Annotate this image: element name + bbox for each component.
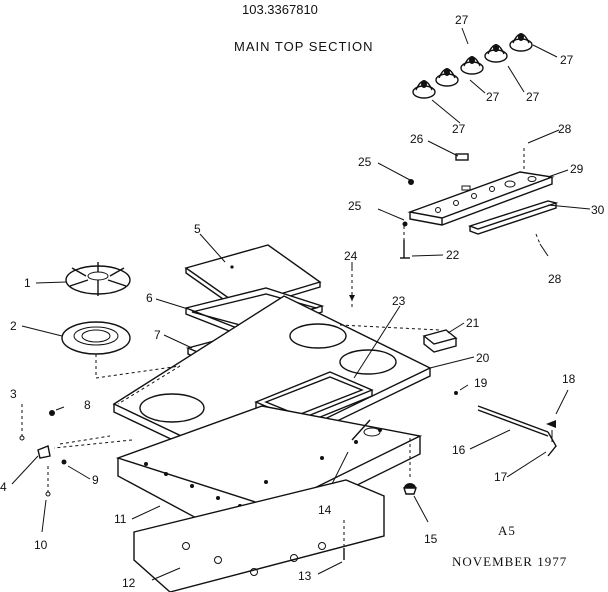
label-27: 27 — [486, 90, 500, 104]
label-18: 18 — [562, 372, 576, 386]
label-7: 7 — [154, 328, 161, 342]
control-knobs — [412, 33, 533, 99]
control-panel — [407, 171, 555, 226]
label-27: 27 — [560, 53, 574, 67]
label-25: 25 — [348, 199, 362, 213]
model-number: 103.3367810 — [242, 2, 318, 17]
burner-grate — [65, 262, 131, 296]
page-code: A5 — [498, 523, 516, 538]
label-10: 10 — [34, 538, 48, 552]
label-24: 24 — [344, 249, 358, 263]
knob — [484, 44, 508, 63]
bottom-plate — [133, 479, 385, 592]
label-13: 13 — [298, 569, 312, 583]
label-27: 27 — [526, 90, 540, 104]
terminal-block — [422, 329, 458, 353]
revision-date: NOVEMBER 1977 — [452, 554, 567, 569]
label-20: 20 — [476, 351, 490, 365]
burner-box — [115, 405, 423, 527]
label-2: 2 — [10, 319, 17, 333]
label-28: 28 — [558, 122, 572, 136]
label-27: 27 — [452, 122, 466, 136]
label-29: 29 — [570, 162, 584, 176]
label-30: 30 — [591, 203, 605, 217]
label-26: 26 — [410, 132, 424, 146]
label-22: 22 — [446, 248, 460, 262]
label-5: 5 — [194, 222, 201, 236]
label-16: 16 — [452, 443, 466, 457]
label-21: 21 — [466, 316, 480, 330]
label-25: 25 — [358, 155, 372, 169]
label-12: 12 — [122, 576, 136, 590]
label-1: 1 — [24, 276, 31, 290]
label-28: 28 — [548, 272, 562, 286]
knob — [460, 56, 484, 75]
label-14: 14 — [318, 503, 332, 517]
label-19: 19 — [474, 376, 488, 390]
burner-ring — [61, 321, 131, 355]
label-4: 4 — [0, 480, 7, 494]
label-6: 6 — [146, 291, 153, 305]
section-title: MAIN TOP SECTION — [234, 39, 374, 54]
label-9: 9 — [92, 473, 99, 487]
knob — [509, 33, 533, 52]
knob — [435, 68, 459, 87]
label-17: 17 — [494, 470, 508, 484]
trim-strip — [467, 200, 559, 235]
label-23: 23 — [392, 294, 406, 308]
label-27: 27 — [455, 13, 469, 27]
knob — [412, 80, 436, 99]
label-3: 3 — [10, 387, 17, 401]
label-8: 8 — [84, 398, 91, 412]
regulator — [403, 483, 417, 495]
label-11: 11 — [114, 512, 127, 526]
label-15: 15 — [424, 532, 438, 546]
